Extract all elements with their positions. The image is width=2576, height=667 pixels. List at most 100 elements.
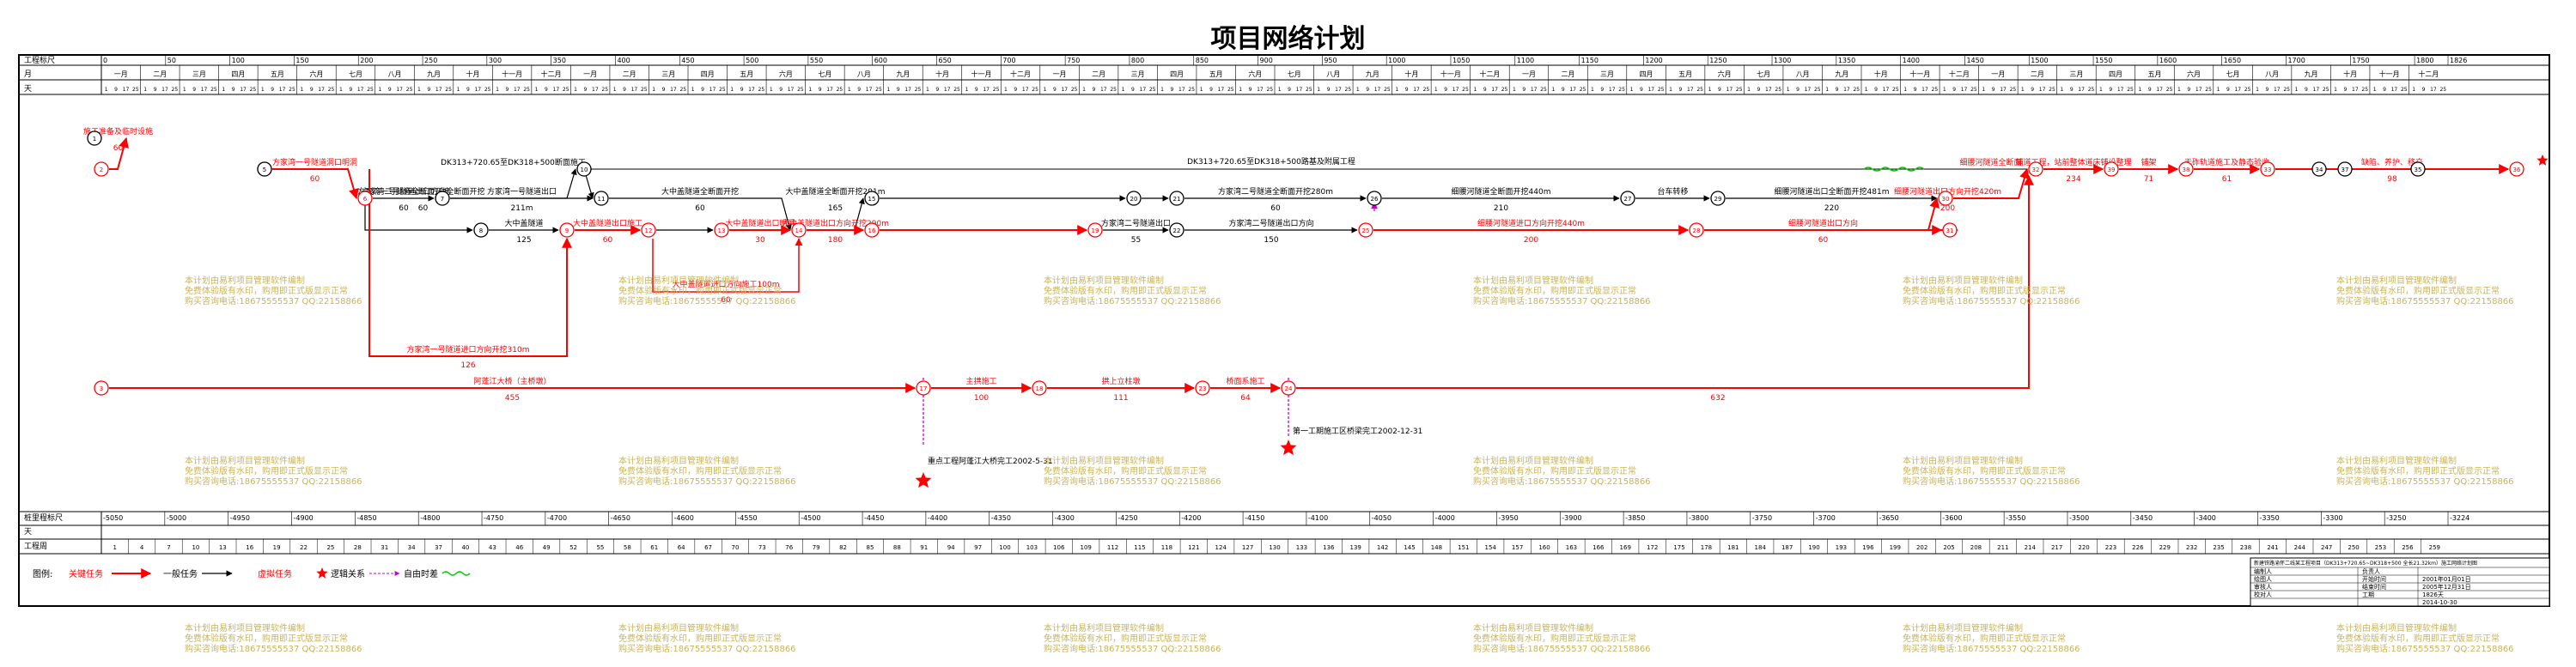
activity-duration: 210 (1494, 204, 1508, 213)
network-node (257, 161, 272, 177)
activity-label: 大中盖隧道进口方向施工100m (673, 279, 780, 289)
milestone-label: 第一工期施工区桥梁完工2002-12-31 (1293, 426, 1422, 436)
day-tick-label: 50 (167, 57, 176, 64)
network-node (2260, 161, 2275, 177)
day-cell: 1 (1591, 87, 1594, 93)
activity-duration: 234 (2066, 175, 2080, 184)
week-cell: 76 (785, 544, 793, 551)
day-cell: 1 (2021, 87, 2025, 93)
month-cell: 二月 (1562, 70, 1575, 78)
day-cell: 1 (1044, 87, 1047, 93)
chainage-tick-label: -4800 (420, 514, 440, 522)
month-cell: 七月 (818, 70, 831, 78)
activity-label: 铺架 (2141, 157, 2156, 167)
chainage-tick-label: -3500 (2069, 514, 2089, 522)
week-cell: 256 (2402, 544, 2414, 551)
day-cell: 25 (523, 87, 530, 93)
day-cell: 17 (2313, 87, 2320, 93)
day-cell: 9 (1249, 87, 1252, 93)
chainage-tick-label: -4100 (1308, 514, 1328, 522)
network-node (1032, 380, 1047, 396)
day-cell: 17 (2352, 87, 2359, 93)
day-cell: 9 (192, 87, 196, 93)
day-cell: 17 (2039, 87, 2046, 93)
day-cell: 17 (1296, 87, 1303, 93)
month-cell: 四月 (1170, 70, 1184, 78)
week-cell: 28 (354, 544, 362, 551)
week-cell: 223 (2105, 544, 2116, 551)
legend-swatch (442, 571, 471, 576)
day-tick-label: 1600 (2159, 57, 2177, 64)
day-tick-label: 1826 (2450, 57, 2467, 64)
day-tick-label: 1750 (2352, 57, 2369, 64)
day-cell: 1 (965, 87, 969, 93)
chainage-tick-label: -4700 (547, 514, 567, 522)
week-cell: 238 (2240, 544, 2251, 551)
watermark-text: 本计划由易利项目管理软件编制 (185, 455, 305, 466)
activity-label: 铺道工程，站前整体道床铺设整理 (2015, 157, 2131, 167)
week-cell: 148 (1431, 544, 1442, 551)
node-number: 32 (2032, 167, 2040, 173)
activity-label: 632 (1710, 394, 1725, 403)
day-cell: 1 (2139, 87, 2142, 93)
week-cell: 190 (1808, 544, 1819, 551)
day-tick-label: 1200 (1645, 57, 1662, 64)
week-cell: 172 (1647, 544, 1658, 551)
node-number: 21 (1173, 196, 1181, 203)
day-cell: 9 (1327, 87, 1331, 93)
day-cell: 1 (1825, 87, 1829, 93)
node-number: 16 (868, 227, 876, 234)
day-cell: 1 (261, 87, 265, 93)
activity-arrow (364, 198, 473, 233)
chainage-tick-label: -4500 (801, 514, 820, 522)
month-cell: 九月 (427, 70, 441, 78)
day-cell: 25 (2283, 87, 2290, 93)
chainage-tick-label: -4400 (928, 514, 947, 522)
month-cell: 五月 (271, 70, 284, 78)
day-tick-label: 650 (939, 57, 952, 64)
watermark-text: 免费体验版有水印，购用即正式版显示正常 (1903, 285, 2066, 296)
day-cell: 25 (2049, 87, 2055, 93)
day-cell: 17 (1257, 87, 1264, 93)
frame (18, 54, 2550, 607)
watermark-text: 购买咨询电话:18675555537 QQ:22158866 (618, 295, 796, 306)
day-cell: 25 (1580, 87, 1586, 93)
day-cell: 9 (1678, 87, 1682, 93)
chainage-tick-label: -4350 (991, 514, 1011, 522)
node-number: 24 (1285, 385, 1293, 392)
day-cell: 9 (1914, 87, 1917, 93)
activity-duration: 55 (1131, 236, 1141, 245)
day-cell: 1 (2373, 87, 2377, 93)
month-cell: 十月 (1874, 70, 1888, 78)
info-key: 审核人 (2254, 583, 2272, 591)
day-cell: 1 (1278, 87, 1282, 93)
week-cell: 88 (893, 544, 901, 551)
info-value: 2014-10-30 (2422, 599, 2457, 606)
node-number: 22 (1173, 227, 1181, 234)
watermark-text: 购买咨询电话:18675555537 QQ:22158866 (1903, 476, 2080, 487)
info-value: 2005年12月31日 (2422, 583, 2471, 591)
month-cell: 八月 (1796, 70, 1810, 78)
day-cell: 9 (1952, 87, 1956, 93)
activity-label: 台车转移 (1657, 186, 1688, 197)
day-cell: 25 (2205, 87, 2212, 93)
month-cell: 一月 (1991, 70, 2005, 78)
month-cell: 九月 (1835, 70, 1848, 78)
month-cell: 三月 (1131, 70, 1145, 78)
activity-duration: 98 (2387, 175, 2397, 184)
network-node (1689, 222, 1704, 238)
week-cell: 64 (678, 544, 685, 551)
day-cell: 9 (662, 87, 666, 93)
activity-duration: 125 (516, 236, 531, 245)
watermark-text: 免费体验版有水印，购用即正式版显示正常 (185, 285, 348, 296)
month-label: 月 (24, 70, 32, 79)
day-cell: 1 (808, 87, 812, 93)
day-cell: 17 (1726, 87, 1733, 93)
chainage-tick-label: -3600 (1942, 514, 1962, 522)
day-cell: 25 (1736, 87, 1743, 93)
day-cell: 1 (730, 87, 734, 93)
week-cell: 19 (273, 544, 281, 551)
info-key: 校对人 (2254, 591, 2272, 598)
watermark-text: 本计划由易利项目管理软件编制 (1473, 275, 1593, 286)
node-number: 10 (581, 167, 588, 173)
